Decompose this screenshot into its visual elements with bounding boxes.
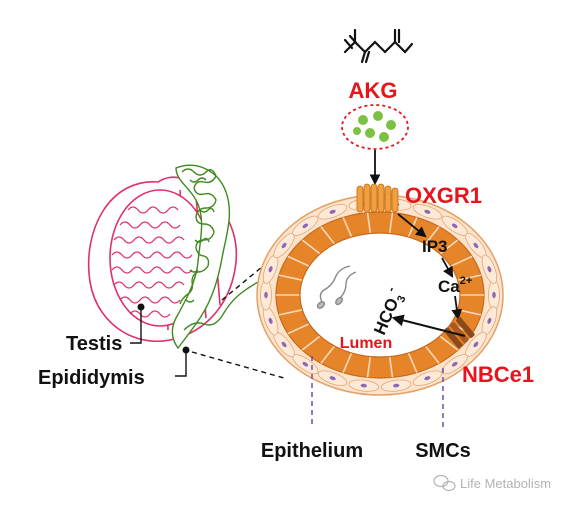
smc-nucleus xyxy=(473,341,479,348)
smc-nucleus xyxy=(492,291,496,299)
epithelial-cell-border xyxy=(424,345,440,364)
smc-nucleus xyxy=(451,223,458,229)
epididymis-label: Epididymis xyxy=(38,367,145,389)
epithelial-cell-border xyxy=(320,345,336,364)
smc-nucleus xyxy=(424,209,431,214)
watermark-text: Life Metabolism xyxy=(460,476,551,491)
watermark: Life Metabolism xyxy=(433,474,551,492)
epithelial-cell-border xyxy=(407,217,418,238)
smc-nucleus xyxy=(360,383,367,388)
smc-nucleus xyxy=(487,266,492,273)
testis-label: Testis xyxy=(66,333,122,355)
wechat-icon xyxy=(433,474,456,492)
smc-nucleus xyxy=(281,242,287,249)
epithelial-cell-border xyxy=(439,239,459,255)
oxgr1-to-ip3-arrow xyxy=(397,213,427,238)
sperm-cells xyxy=(316,265,357,309)
epithelial-cell-border xyxy=(301,239,321,255)
epithelial-cell-border xyxy=(301,335,321,351)
epithelial-cell-border xyxy=(278,309,303,316)
epithelial-cell-border xyxy=(407,352,418,373)
akg-label: AKG xyxy=(349,78,398,103)
epithelial-cell-border xyxy=(450,255,473,267)
smc-nucleus xyxy=(268,266,273,273)
testis-pointer xyxy=(130,303,145,344)
epithelial-cell-border xyxy=(439,335,459,351)
akg-molecule-structure xyxy=(343,28,414,64)
nbce1-label: NBCe1 xyxy=(462,362,534,387)
zoom-line-lower xyxy=(191,351,285,379)
epithelial-cell-border xyxy=(457,274,482,281)
epididymis-pointer xyxy=(175,346,190,377)
akg-vesicle xyxy=(341,104,409,150)
smc-nucleus xyxy=(424,376,431,381)
ca-label: Ca2+ xyxy=(438,275,472,296)
smc-nucleus xyxy=(264,291,268,299)
smc-nucleus xyxy=(329,209,336,214)
lumen-label: Lumen xyxy=(340,335,392,352)
hco3-efflux-arrow xyxy=(391,314,466,337)
epithelial-cell-border xyxy=(388,356,394,378)
smc-nucleus xyxy=(473,242,479,249)
duct-cross-section xyxy=(256,194,504,396)
epithelial-cell-border xyxy=(287,323,310,335)
zoom-line-upper xyxy=(221,251,281,301)
smc-nucleus xyxy=(393,383,400,388)
epithelial-cell-border xyxy=(278,274,303,281)
oxgr1-label: OXGR1 xyxy=(405,183,482,208)
ca-superscript: 2+ xyxy=(460,275,473,287)
smc-nucleus xyxy=(281,341,287,348)
smc-nucleus xyxy=(302,361,309,367)
hco3-subscript: 3 xyxy=(395,294,408,304)
epithelial-cell-border xyxy=(366,212,372,234)
smc-nucleus xyxy=(329,376,336,381)
ip3-to-ca-arrow xyxy=(441,257,454,278)
epididymis-organ xyxy=(171,164,263,350)
epithelial-cell-border xyxy=(366,356,372,378)
smc-nucleus xyxy=(268,317,273,324)
epithelial-cell-borders xyxy=(276,212,484,378)
smc-nucleus xyxy=(487,317,492,324)
epithelial-cell-border xyxy=(342,217,353,238)
epithelial-cell-border xyxy=(424,226,440,245)
oxgr1-receptor xyxy=(356,183,399,213)
epithelial-cell-border xyxy=(287,255,310,267)
epithelial-cell-border xyxy=(388,212,394,234)
hco3-superscript: - xyxy=(384,284,398,293)
epithelial-cell-border xyxy=(342,352,353,373)
ca-to-nbce1-arrow xyxy=(451,295,463,321)
epithelium-label: Epithelium xyxy=(261,440,363,462)
smcs-label: SMCs xyxy=(415,440,471,462)
smc-nucleus xyxy=(451,361,458,367)
epithelial-cell-border xyxy=(320,226,336,245)
smc-nucleus xyxy=(302,223,309,229)
ip3-label: IP3 xyxy=(422,237,448,256)
